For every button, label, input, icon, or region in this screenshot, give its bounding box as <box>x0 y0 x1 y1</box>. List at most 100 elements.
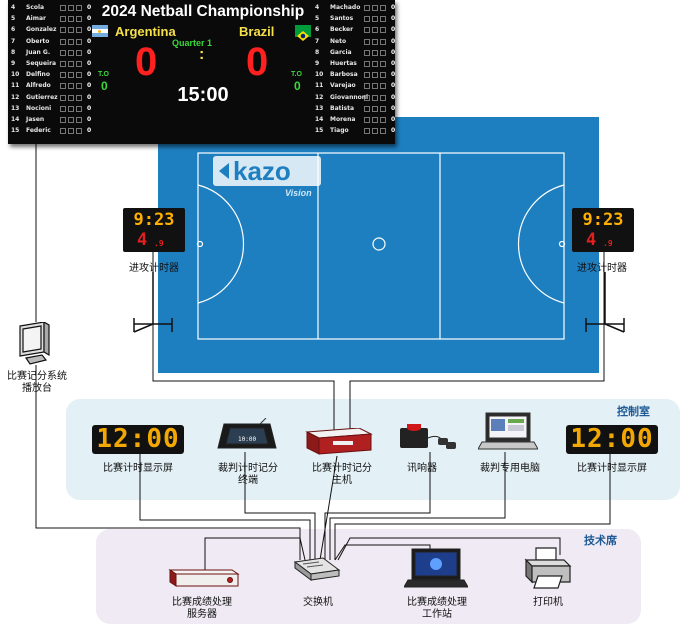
foul-box <box>76 94 82 101</box>
foul-box <box>364 38 370 45</box>
away-team-name: Brazil <box>239 24 275 39</box>
host-label: 比赛计时记分 主机 <box>312 463 372 486</box>
player-points: 0 <box>391 104 396 112</box>
shooting-circle-right <box>517 184 565 304</box>
foul-box <box>380 5 386 11</box>
player-points: 0 <box>87 37 92 45</box>
shot-clock-tenths: .9 <box>154 239 164 248</box>
player-name: Neto <box>330 37 347 45</box>
foul-box <box>76 60 82 67</box>
line-workstation-switch <box>334 544 431 561</box>
player-points: 0 <box>87 26 92 34</box>
foul-box <box>380 105 386 112</box>
foul-box <box>60 83 66 90</box>
foul-box <box>364 116 370 123</box>
player-name: Machado <box>330 4 361 11</box>
foul-box <box>372 16 378 23</box>
home-team-name: Argentina <box>115 24 176 39</box>
line-timer-left-switch <box>139 452 311 560</box>
foul-box <box>60 105 66 112</box>
switch-icon <box>293 557 341 581</box>
player-name: Morena <box>330 115 356 123</box>
player-points: 0 <box>87 104 92 112</box>
player-points: 0 <box>87 4 92 11</box>
player-points: 0 <box>391 48 396 56</box>
player-number: 5 <box>11 15 16 23</box>
player-name: Alfredo <box>26 82 51 90</box>
roster-row: 9 Huertas 0 <box>312 58 400 69</box>
foul-box <box>60 5 66 11</box>
player-points: 0 <box>87 15 92 23</box>
argentina-flag-icon <box>92 25 108 37</box>
shot-clock-tenths: .9 <box>603 239 613 248</box>
player-name: Garcia <box>330 48 352 56</box>
foul-box <box>380 116 386 123</box>
line-pc-switch <box>329 452 506 560</box>
playback-label: 比赛记分系统 播放台 <box>7 371 67 394</box>
laptop-icon <box>478 412 538 450</box>
player-name: Sequeira <box>26 59 57 67</box>
foul-box <box>68 116 74 123</box>
player-name: Barbosa <box>330 71 358 79</box>
player-name: Huertas <box>330 59 357 67</box>
foul-box <box>364 83 370 90</box>
player-number: 12 <box>315 93 324 101</box>
foul-box <box>68 5 74 11</box>
foul-box <box>372 128 378 135</box>
timer-display-left: 12:00 <box>92 425 184 454</box>
foul-box <box>380 94 386 101</box>
control-room-title: 控制室 <box>617 405 650 418</box>
player-name: Tiago <box>330 127 349 135</box>
foul-box <box>364 128 370 135</box>
foul-box <box>364 27 370 34</box>
player-number: 12 <box>11 93 20 101</box>
server-icon <box>168 569 240 587</box>
foul-box <box>364 60 370 67</box>
line-playback-switch <box>35 365 301 560</box>
kazo-logo: kazo <box>213 156 321 186</box>
player-number: 15 <box>315 127 324 135</box>
foul-box <box>68 60 74 67</box>
host-unit-icon <box>305 428 373 455</box>
player-points: 0 <box>87 115 92 123</box>
away-timeout-label: T.O <box>291 71 302 78</box>
foul-box <box>68 72 74 79</box>
player-number: 9 <box>315 59 320 67</box>
foul-box <box>76 116 82 123</box>
foul-box <box>60 72 66 79</box>
referee-pc-label: 裁判专用电脑 <box>480 463 540 474</box>
centre-circle <box>372 237 386 251</box>
player-points: 0 <box>391 15 396 23</box>
printer-icon <box>524 547 572 589</box>
game-clock: 15:00 <box>177 84 229 106</box>
player-points: 0 <box>391 26 396 34</box>
shot-clock-time: 9:23 <box>133 210 175 230</box>
player-name: Varejao <box>330 82 356 90</box>
player-points: 0 <box>391 59 396 67</box>
foul-box <box>76 72 82 79</box>
player-name: Oberto <box>26 37 50 45</box>
court-markings <box>196 152 566 340</box>
tablet-icon <box>217 418 277 449</box>
foul-box <box>76 105 82 112</box>
foul-box <box>364 16 370 23</box>
server-label: 比赛成绩处理 服务器 <box>172 597 232 620</box>
score-separator: : <box>199 46 205 63</box>
player-name: Giovannoni <box>330 93 369 101</box>
home-score: 0 <box>135 40 158 84</box>
line-printer-switch <box>337 537 561 561</box>
monitor-icon <box>19 322 50 365</box>
foul-box <box>76 16 82 23</box>
shot-clock-seconds: 4 <box>137 230 148 250</box>
workstation-laptop-icon <box>404 548 468 588</box>
tech-table-title: 技术席 <box>584 534 617 547</box>
foul-box <box>364 49 370 56</box>
